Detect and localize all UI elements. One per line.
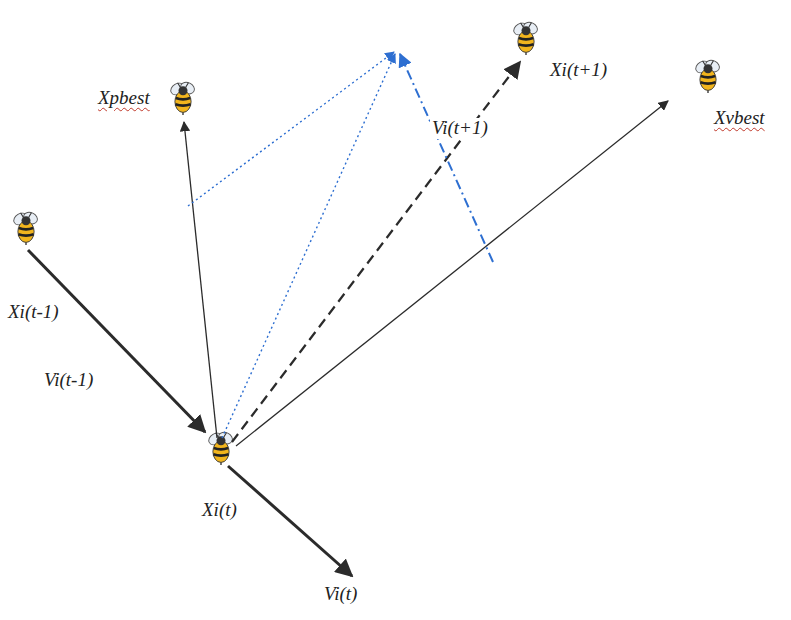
velocity-arrow (28, 250, 205, 432)
bee-icon (12, 210, 40, 245)
pbest-arrow (184, 122, 217, 438)
component-arrow (400, 54, 493, 262)
bee-icon (694, 58, 722, 93)
position-label: Xi(t-1) (6, 302, 61, 323)
component-arrow (222, 54, 395, 438)
bee-icon (512, 20, 540, 55)
vbest-label: Xvbest (712, 108, 767, 129)
velocity-label: Vi(t-1) (42, 370, 95, 391)
velocity-label: Vi(t) (322, 584, 359, 605)
velocity-arrow (228, 466, 352, 576)
pbest-label: Xpbest (96, 88, 152, 109)
component-arrow (188, 52, 394, 206)
bee-icon (207, 430, 235, 465)
new-velocity-arrow (232, 62, 520, 442)
velocity-label: Vi(t+1) (430, 118, 490, 139)
bee-icon (169, 80, 197, 115)
position-label: Xi(t) (200, 500, 239, 521)
vbest-arrow (236, 101, 668, 446)
position-label: Xi(t+1) (548, 60, 609, 81)
